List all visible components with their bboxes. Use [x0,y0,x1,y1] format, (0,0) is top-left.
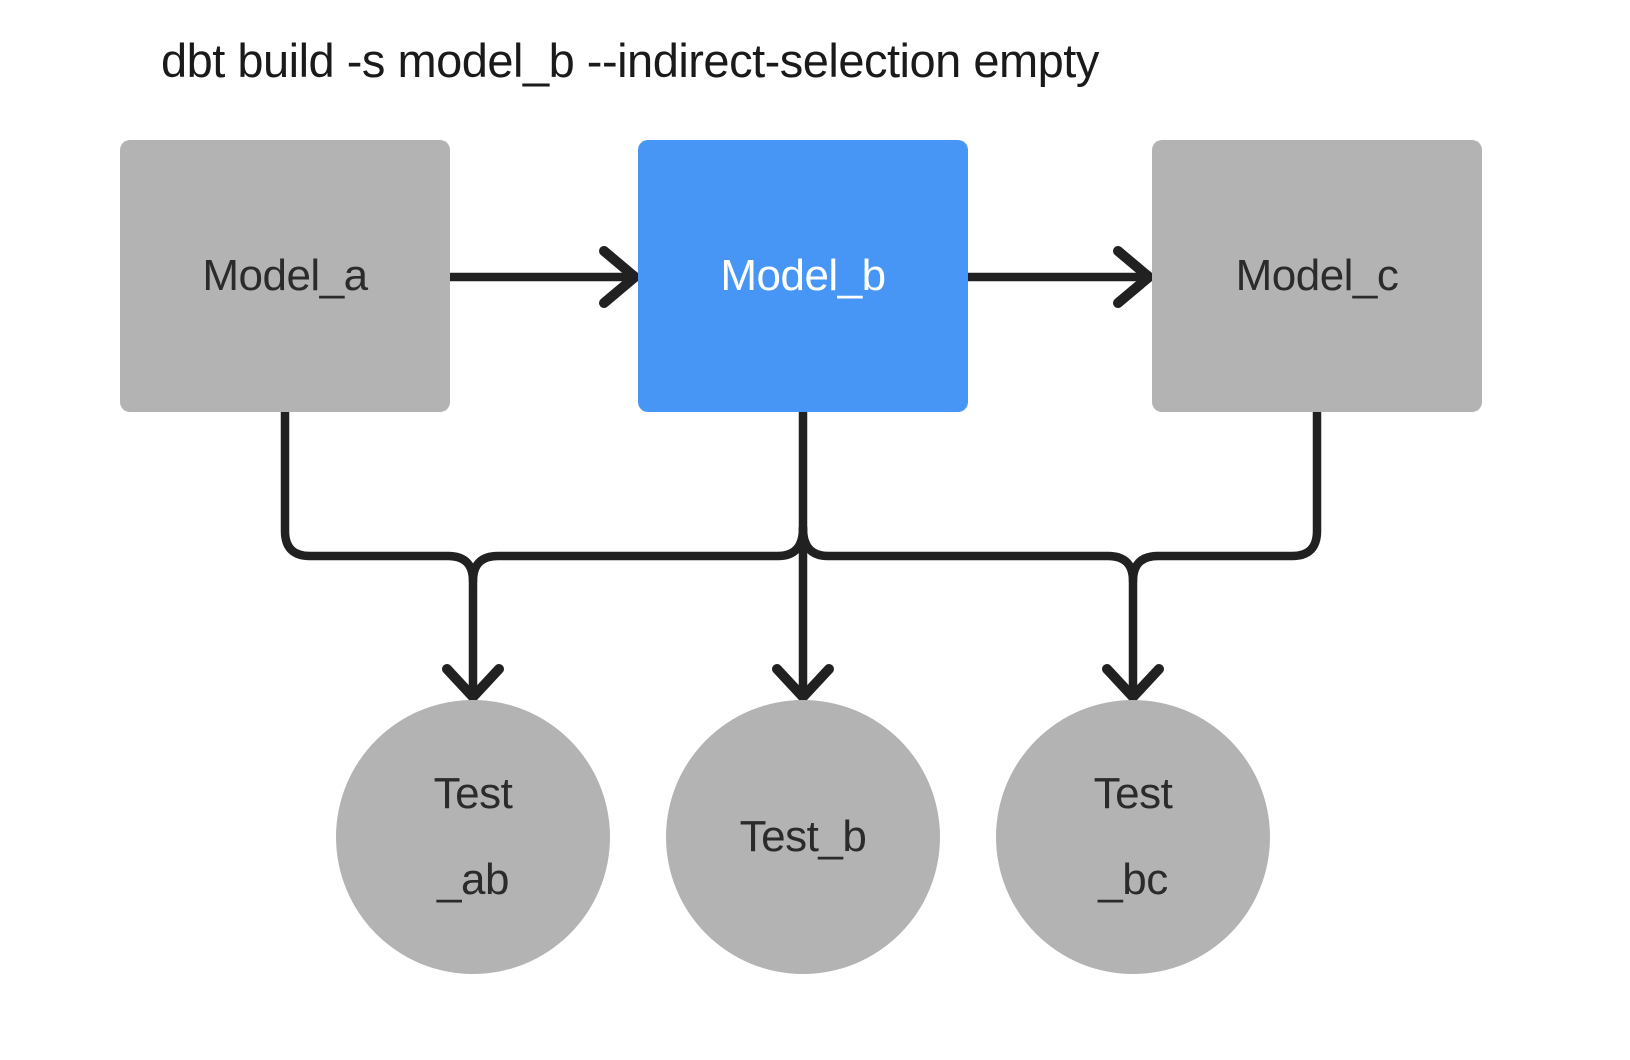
edge-model-b-to-test-bc [798,523,1138,586]
node-test-ab: Test _ab [336,700,610,974]
node-test-bc: Test _bc [996,700,1270,974]
node-model-c: Model_c [1152,140,1482,412]
arrowhead-down-test-b [772,664,834,702]
edge-model-c-to-test-bc [1128,407,1322,694]
node-label: Test_b [739,812,867,861]
edge-model-b-to-test-ab [468,523,808,586]
node-model-b: Model_b [638,140,968,412]
arrowhead-down-test-ab [442,664,504,702]
edge-model-b-to-model-c [963,246,1154,308]
diagram-title: dbt build -s model_b --indirect-selectio… [161,34,1099,87]
node-label-line1: Test [433,769,513,818]
edge-model-a-to-model-b [445,246,640,308]
node-model-a: Model_a [120,140,450,412]
node-label: Model_a [202,251,368,300]
node-label: Model_b [720,251,886,300]
arrowhead-down-test-bc [1102,664,1164,702]
arrowhead-right [599,246,640,308]
node-label-line1: Test [1093,769,1173,818]
node-label: Model_c [1235,251,1399,300]
edge-model-a-to-test-ab [280,407,478,694]
node-test-b: Test_b [666,700,940,974]
node-label-line2: _ab [437,855,509,904]
arrowhead-right [1113,246,1154,308]
node-label-line2: _bc [1098,855,1168,904]
